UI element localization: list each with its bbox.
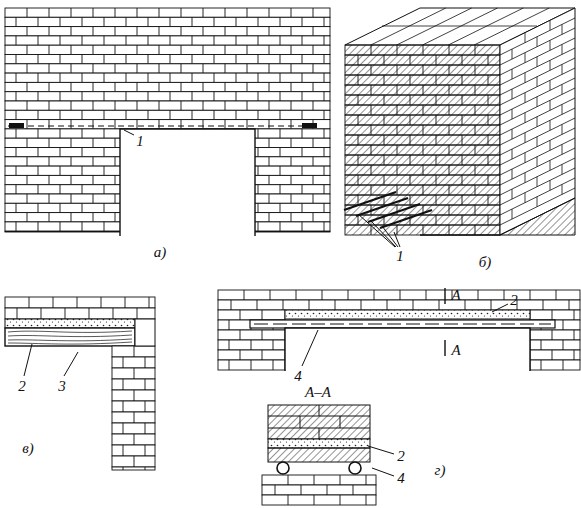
section-mark: А–А [305,385,331,400]
section-mark: А [451,343,460,358]
callout-number: 1 [396,249,404,264]
callout-number: 3 [58,379,66,394]
wall-elevation [5,8,330,236]
callout-number: 1 [136,134,144,149]
figure-letter: б) [479,255,492,270]
figure-letter: г) [435,463,446,478]
callout-number: 2 [510,293,518,308]
wood-lintel-section [5,297,155,470]
callout-number: 2 [18,379,26,394]
leader-lines [24,130,508,476]
callout-number: 4 [397,471,405,486]
figure-letter: а) [154,245,167,260]
figure-letter: в) [22,441,34,456]
wall-isometric [344,8,575,235]
rebar-lintel-elevation [218,288,580,371]
callout-number: 4 [294,369,302,384]
section-mark: А [451,288,460,303]
callout-number: 2 [397,449,405,464]
section-a-a [262,405,376,505]
